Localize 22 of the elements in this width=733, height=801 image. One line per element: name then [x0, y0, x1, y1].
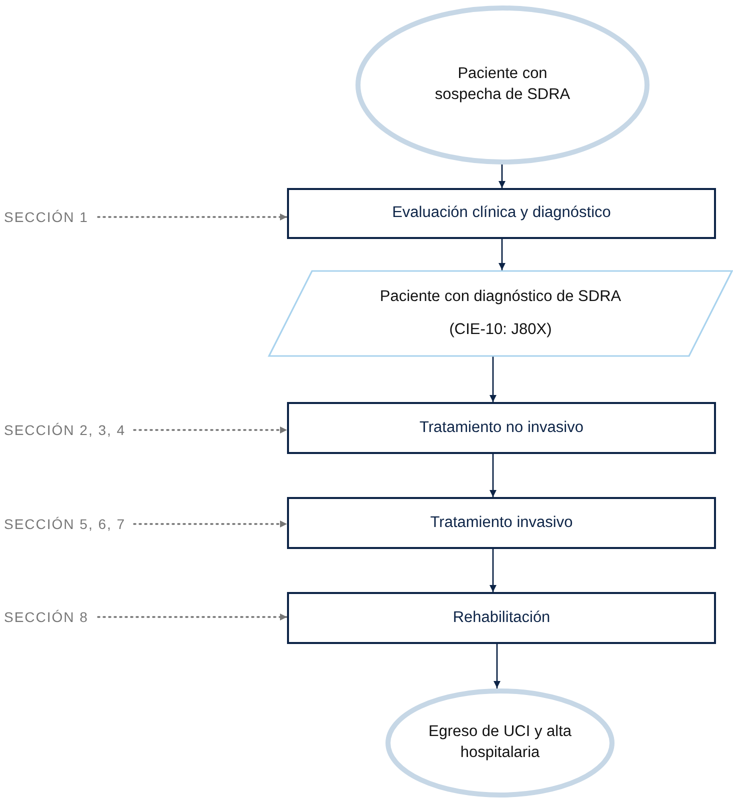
- dotted-arrow: [97, 214, 288, 220]
- node-text: Evaluación clínica y diagnóstico: [392, 203, 611, 224]
- section-label: SECCIÓN 1: [4, 208, 88, 226]
- node-text: Paciente con diagnóstico de SDRA: [380, 286, 622, 307]
- dotted-arrow: [97, 614, 288, 620]
- dotted-arrow: [133, 520, 288, 528]
- section-label: SECCIÓN 2, 3, 4: [4, 420, 126, 440]
- node-text: Rehabilitación: [452, 608, 550, 628]
- section-label: SECCIÓN 5, 6, 7: [4, 514, 126, 534]
- arrow: [490, 547, 496, 593]
- dotted-arrow: [133, 426, 288, 434]
- node-text: Paciente con sospecha de SDRA: [434, 64, 572, 105]
- arrow: [498, 237, 506, 271]
- node-text: Tratamiento no invasivo: [420, 418, 584, 438]
- arrow: [494, 642, 500, 689]
- arrow: [498, 163, 506, 189]
- arrow: [490, 452, 496, 498]
- section-label: SECCIÓN 8: [4, 608, 88, 626]
- node-text: Egreso de UCI y alta hospitalaria: [427, 722, 572, 763]
- node-text: (CIE-10: J80X): [449, 320, 552, 340]
- arrow: [490, 355, 496, 403]
- node-text: Tratamiento invasivo: [430, 512, 573, 533]
